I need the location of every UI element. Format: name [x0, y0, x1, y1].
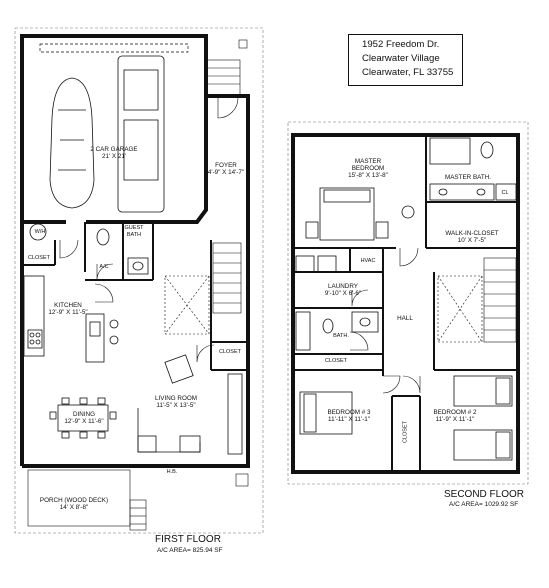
- first-floor-plan: [14, 27, 264, 534]
- label-closet-hall: CLOSET: [324, 358, 348, 364]
- label-hose-bib: H.B.: [166, 469, 178, 475]
- second-floor-doors: [349, 247, 421, 394]
- label-closet-right: CLOSET: [218, 349, 242, 355]
- address-line-1: 1952 Freedom Dr.: [362, 39, 440, 50]
- first-floor-title: FIRST FLOOR: [155, 534, 221, 545]
- guest-bath-fixtures: [29, 223, 149, 275]
- address-block: 1952 Freedom Dr. Clearwater Village Clea…: [348, 34, 463, 86]
- address-line-2: Clearwater Village: [362, 53, 440, 64]
- laundry-bath-fixtures: [295, 255, 379, 351]
- label-foyer: FOYER 4'-9" X 14'-7": [207, 162, 245, 176]
- second-floor-interior-walls: [293, 135, 518, 472]
- second-floor-plan: [287, 121, 529, 485]
- second-floor-exterior-walls: [291, 133, 520, 474]
- porch-deck: [27, 39, 249, 531]
- label-porch: PORCH (WOOD DECK) 14' X 8'-8": [39, 497, 109, 511]
- label-dining: DINING 12'-9" X 11'-6": [64, 411, 104, 425]
- entry-steps: [205, 59, 241, 97]
- garage-cars: [49, 55, 165, 213]
- first-floor-area: A/C AREA= 825.94 SF: [157, 547, 223, 554]
- label-bedroom-2: BEDROOM # 2 11'-9" X 11'-1": [433, 409, 477, 423]
- master-bed: [305, 187, 415, 241]
- living-room-furniture: [137, 354, 243, 455]
- label-garage: 2 CAR GARAGE 21' X 21': [90, 146, 138, 160]
- master-bath-fixtures: [429, 137, 517, 201]
- label-master-bath: MASTER BATH.: [444, 174, 492, 181]
- label-bedroom-3: BEDROOM # 3 11'-11" X 11'-1": [327, 409, 371, 423]
- label-guest-bath: GUEST BATH: [124, 225, 144, 238]
- second-floor-area: A/C AREA= 1029.92 SF: [449, 501, 519, 508]
- label-master-bedroom: MASTER BEDROOM 15'-8" X 13'-8": [348, 158, 388, 179]
- label-hall: HALL: [397, 315, 413, 322]
- label-water-heater: W/H: [34, 229, 46, 235]
- label-laundry: LAUNDRY 9'-10" X 6'-6": [324, 283, 362, 297]
- second-floor-stair: [437, 257, 517, 343]
- kitchen-counters: [23, 275, 119, 363]
- bedroom-furniture: [299, 375, 513, 461]
- first-floor-interior-walls: [22, 222, 248, 371]
- label-cl: CL: [501, 190, 509, 196]
- label-closet-vertical: CLOSET: [402, 420, 409, 444]
- second-floor-title: SECOND FLOOR: [444, 489, 525, 500]
- first-floor-doors: [59, 97, 239, 363]
- dining-table: [49, 397, 117, 439]
- label-bath: BATH.: [333, 333, 349, 339]
- label-closet-left: CLOSET: [27, 255, 51, 261]
- address-line-3: Clearwater, FL 33755: [362, 67, 454, 78]
- label-hvac: HVAC: [360, 258, 376, 264]
- first-floor-stair: [164, 242, 242, 335]
- label-walk-in-closet: WALK-IN-CLOSET 10' X 7'-5": [445, 230, 499, 244]
- label-kitchen: KITCHEN 12'-9" X 11'-5": [48, 302, 88, 316]
- label-living-room: LIVING ROOM 11'-5" X 13'-5": [155, 395, 197, 409]
- label-ac: A/C: [99, 264, 109, 270]
- garage-door: [39, 43, 189, 53]
